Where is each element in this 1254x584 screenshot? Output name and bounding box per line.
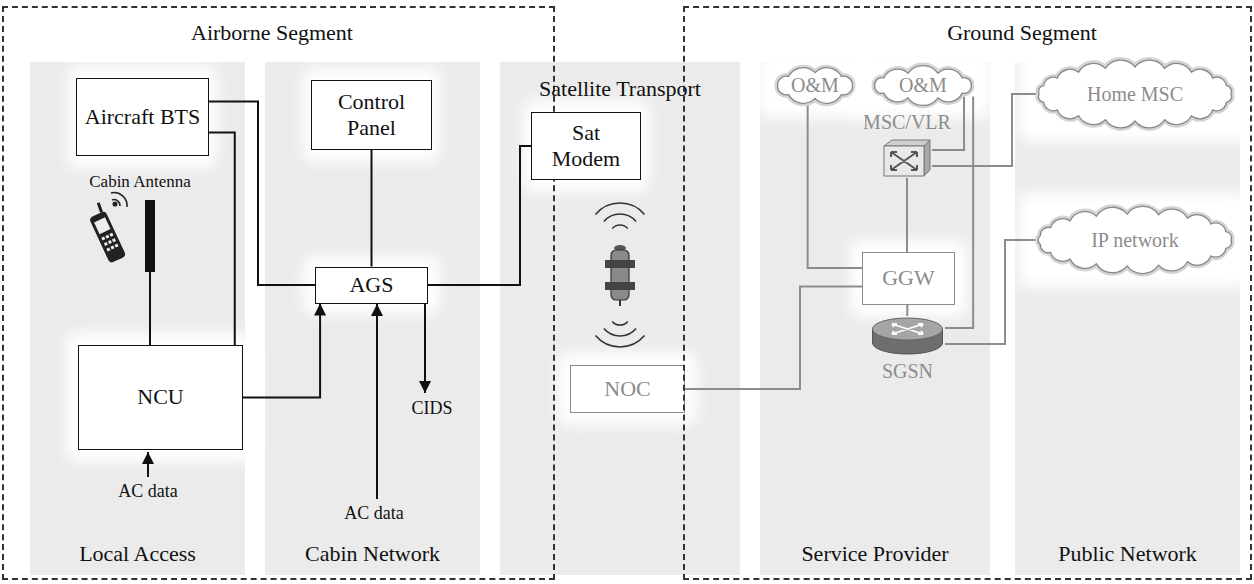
connector-line bbox=[906, 305, 908, 316]
annotation-label: CIDS bbox=[411, 398, 452, 419]
segment-region: Aircraft BTS NCU Local Access Control Panel… bbox=[2, 6, 555, 580]
switch-icon: MSC/VLR bbox=[882, 138, 932, 178]
box-glow bbox=[523, 100, 649, 192]
panel-fill bbox=[265, 62, 480, 575]
cabin-antenna bbox=[145, 200, 155, 345]
node-label: O&M bbox=[791, 74, 839, 97]
component-box: GGW bbox=[862, 252, 955, 305]
node-label: O&M bbox=[899, 74, 947, 97]
box-glow bbox=[68, 66, 217, 168]
component-box: Control Panel bbox=[311, 80, 432, 150]
panel-fill bbox=[760, 62, 990, 575]
node-label: NCU bbox=[137, 384, 183, 410]
network-cloud: IP network bbox=[1030, 205, 1240, 275]
section-panel: Sat ModemNOC Satellite Transport bbox=[500, 62, 740, 575]
connector-line bbox=[945, 240, 1040, 344]
section-panel: Control PanelAGS Cabin Network bbox=[265, 62, 480, 575]
component-box: Sat Modem bbox=[531, 112, 641, 180]
data-arrow bbox=[376, 304, 378, 499]
panel-fill bbox=[30, 62, 245, 575]
node-label: IP network bbox=[1091, 229, 1179, 252]
region-heading: Airborne Segment bbox=[191, 20, 353, 46]
region-heading: Public Network bbox=[1015, 541, 1240, 567]
box-glow bbox=[303, 68, 440, 162]
node-label: Control Panel bbox=[316, 89, 427, 142]
node-label: MSC/VLR bbox=[863, 111, 951, 134]
connector-line bbox=[808, 97, 862, 268]
component-box: NCU bbox=[78, 345, 243, 450]
data-arrow bbox=[147, 452, 149, 477]
phone-icon bbox=[85, 202, 127, 264]
node-label: Home MSC bbox=[1087, 83, 1183, 106]
network-cloud: Home MSC bbox=[1030, 58, 1240, 130]
box-glow bbox=[558, 353, 697, 425]
connector-line bbox=[209, 133, 235, 345]
node-label: NOC bbox=[604, 376, 650, 402]
network-cloud: O&M bbox=[769, 64, 861, 107]
component-box: NOC bbox=[570, 365, 685, 413]
section-panel: O&M O&M MSC/VLR GGW SGSN Service Provider bbox=[760, 62, 990, 575]
region-heading: Local Access bbox=[30, 541, 245, 567]
router-icon: SGSN bbox=[870, 316, 945, 356]
data-arrow bbox=[424, 302, 426, 393]
satellite-icon bbox=[596, 203, 645, 347]
connector-line bbox=[428, 146, 531, 285]
switch-graphic bbox=[882, 138, 932, 178]
node-label: AGS bbox=[349, 272, 393, 298]
section-panel: Home MSC IP networkPublic Network bbox=[1015, 62, 1240, 575]
component-box: AGS bbox=[315, 267, 428, 304]
antenna-wire bbox=[149, 272, 151, 345]
network-cloud: O&M bbox=[866, 64, 980, 107]
box-glow bbox=[1018, 193, 1252, 287]
connector-line bbox=[371, 150, 373, 267]
annotation-label: AC data bbox=[118, 481, 177, 502]
antenna-bar bbox=[145, 200, 155, 272]
signal-waves bbox=[111, 193, 127, 207]
box-glow bbox=[850, 240, 967, 317]
component-box: Aircraft BTS bbox=[76, 78, 209, 156]
node-label: Aircraft BTS bbox=[85, 104, 200, 130]
connector-line bbox=[243, 304, 320, 398]
router-graphic bbox=[870, 316, 945, 356]
connector-line bbox=[685, 286, 862, 389]
panel-fill bbox=[500, 62, 740, 575]
node-label: Sat Modem bbox=[536, 120, 636, 173]
connector-line bbox=[209, 101, 315, 285]
box-glow bbox=[854, 52, 992, 118]
region-heading: Service Provider bbox=[760, 541, 990, 567]
region-heading: Ground Segment bbox=[947, 20, 1097, 46]
box-glow bbox=[1018, 46, 1252, 142]
region-heading: Cabin Network bbox=[265, 541, 480, 567]
connector-line bbox=[906, 178, 908, 252]
annotation-label: Cabin Antenna bbox=[89, 172, 191, 192]
segment-region: O&M O&M MSC/VLR GGW SGSN Service Provider Home… bbox=[683, 6, 1252, 580]
box-glow bbox=[66, 333, 255, 462]
region-heading: Satellite Transport bbox=[500, 76, 740, 102]
node-label: GGW bbox=[882, 265, 935, 291]
node-label: SGSN bbox=[882, 360, 933, 383]
annotation-label: AC data bbox=[344, 503, 403, 524]
